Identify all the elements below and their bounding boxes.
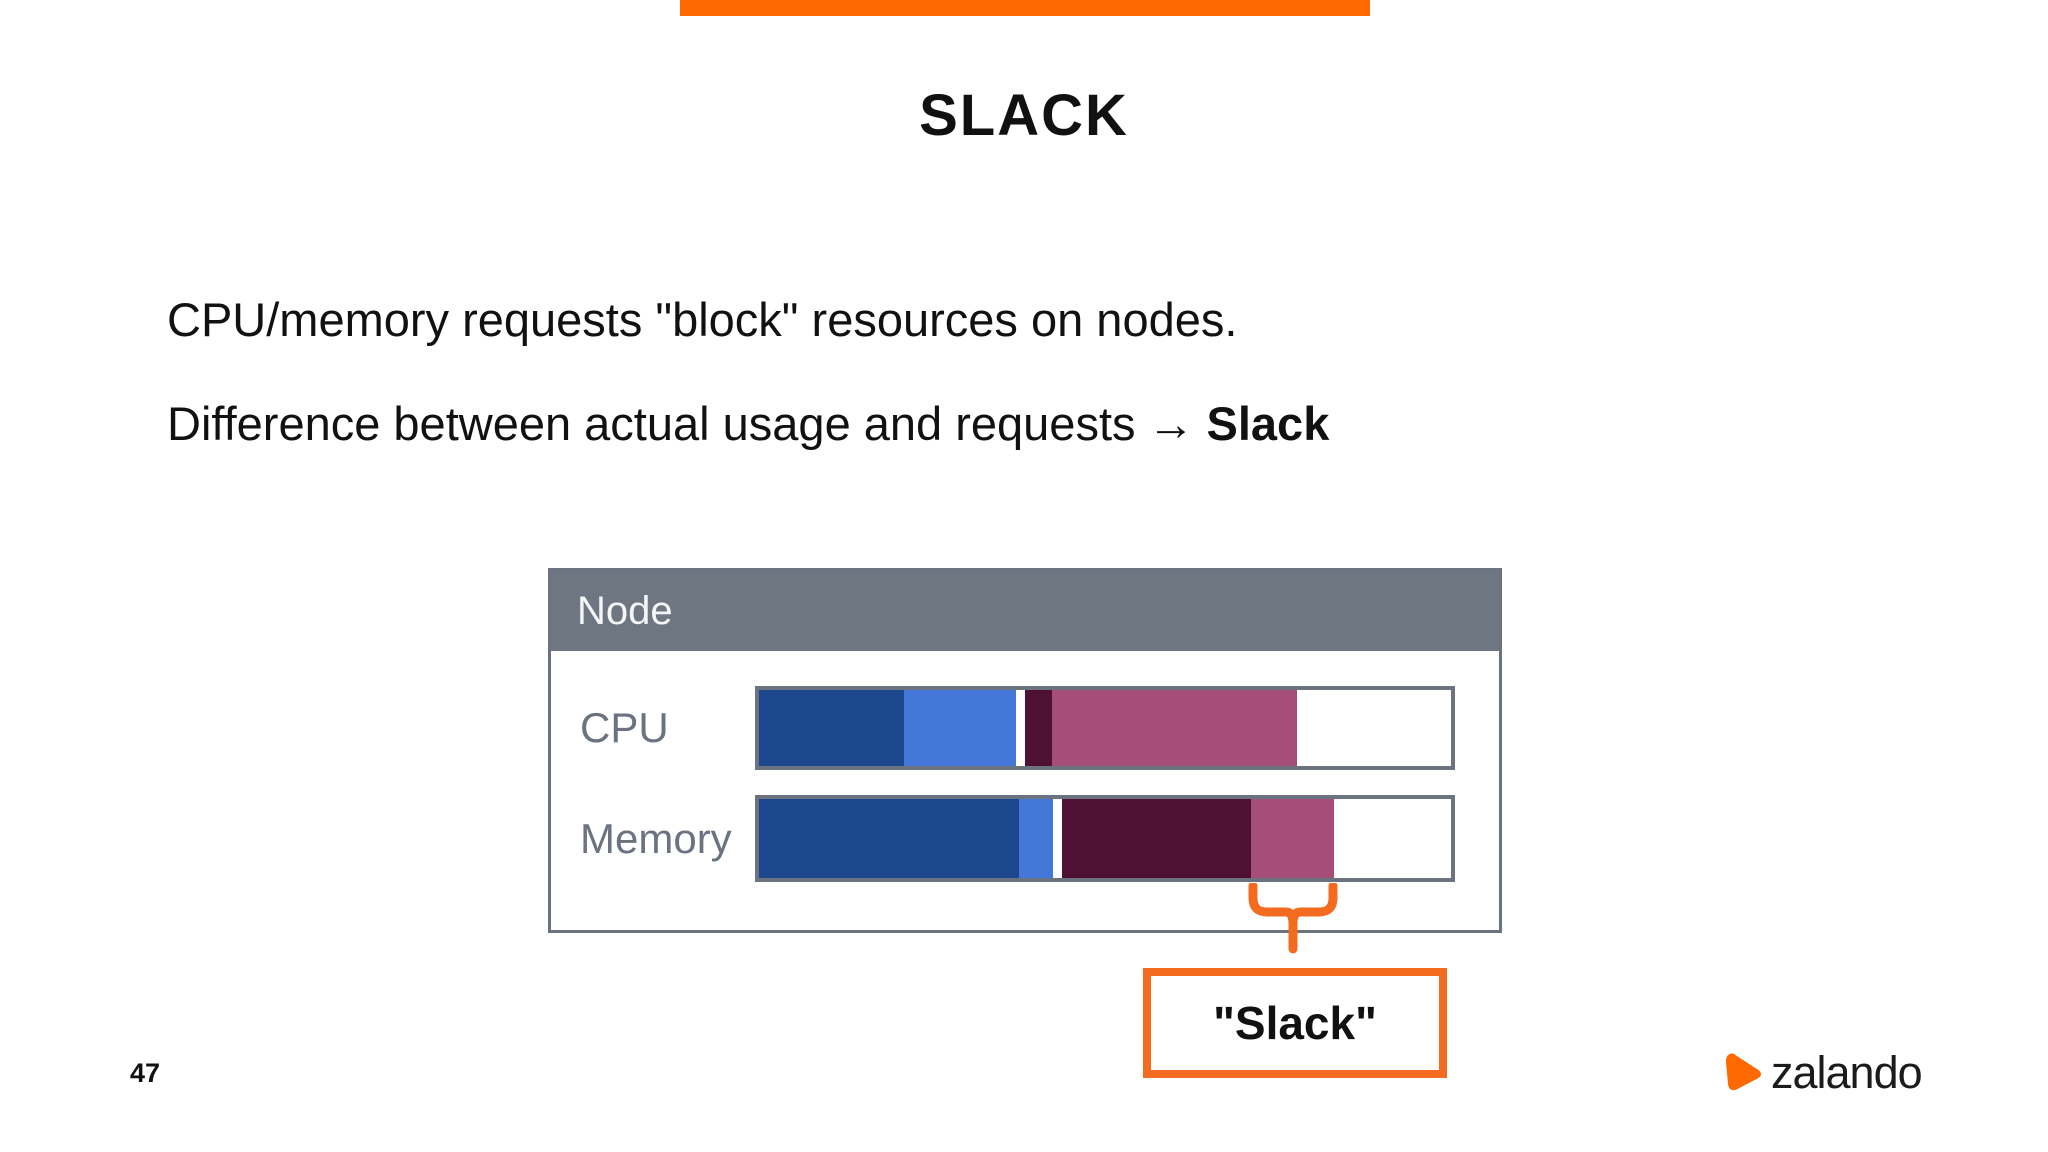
cpu-row-label: CPU — [580, 704, 669, 751]
top-accent-bar — [680, 0, 1370, 16]
right-arrow-glyph: → — [1147, 397, 1195, 450]
page-number: 47 — [130, 1058, 161, 1088]
node-diagram: Node CPU Memory — [548, 568, 1502, 933]
body-line-2-emphasis: Slack — [1206, 397, 1330, 450]
bar-segment-navy — [759, 690, 904, 766]
bar-segment-blue — [903, 690, 1016, 766]
bar-segment-white — [1296, 690, 1451, 766]
body-line-2-text: Difference between actual usage and requ… — [167, 397, 1136, 450]
slack-callout-box: "Slack" — [1143, 968, 1447, 1078]
memory-usage-bar — [755, 795, 1455, 882]
bar-segment-wine — [1062, 799, 1251, 878]
bar-segment-wine — [1025, 690, 1052, 766]
bar-segment-white — [1334, 799, 1451, 878]
bar-segment-mauve — [1250, 799, 1335, 878]
zalando-logo: zalando — [1723, 1047, 1923, 1098]
bar-segment-blue — [1019, 799, 1054, 878]
bar-segment-mauve — [1051, 690, 1297, 766]
bar-segment-white — [1053, 799, 1063, 878]
zalando-wordmark: zalando — [1771, 1047, 1923, 1098]
node-header: Node — [551, 571, 1499, 651]
slide-title: SLACK — [919, 83, 1129, 148]
bar-segment-navy — [759, 799, 1020, 878]
node-title: Node — [577, 589, 673, 633]
body-line-1: CPU/memory requests "block" resources on… — [167, 293, 1238, 346]
slack-callout-label: "Slack" — [1213, 997, 1377, 1049]
slack-brace-icon — [1248, 883, 1338, 954]
body-line-2: Difference between actual usage and requ… — [167, 396, 1329, 451]
cpu-usage-bar — [755, 686, 1455, 770]
bar-segment-white — [1015, 690, 1026, 766]
memory-row-label: Memory — [580, 814, 732, 862]
zalando-petal-icon — [1725, 1053, 1762, 1091]
